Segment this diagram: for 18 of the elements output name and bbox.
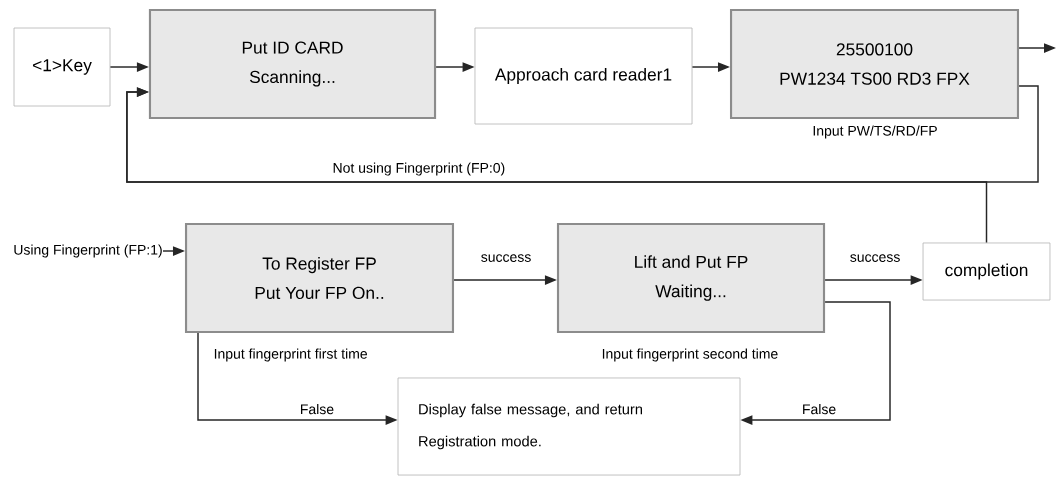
process-box: Approach card reader1 <box>474 27 693 125</box>
caption-text: Input fingerprint first time <box>214 348 367 362</box>
edge-label: False <box>799 401 839 417</box>
display-box: To Register FP Put Your FP On.. <box>184 222 455 334</box>
display-box: Put ID CARD Scanning... <box>148 8 437 120</box>
edge-label: False <box>297 401 337 417</box>
arrow <box>126 87 988 244</box>
display-box: Lift and Put FP Waiting... <box>556 222 826 334</box>
message-box: Display false message, and return Registration mode. <box>397 377 741 476</box>
edge-label: success <box>847 252 903 264</box>
caption-text: Input PW/TS/RD/FP <box>813 125 937 139</box>
edge-label: Not using Fingerprint (FP:0) <box>330 160 508 178</box>
condition-text: Using Fingerprint (FP:1) <box>14 244 162 258</box>
edge-label: success <box>478 252 534 264</box>
caption-text: Input fingerprint second time <box>602 348 778 362</box>
display-box: 25500100 PW1234 TS00 RD3 FPX <box>729 8 1020 120</box>
process-box: <1>Key <box>13 27 111 107</box>
process-box: completion <box>922 242 1051 301</box>
